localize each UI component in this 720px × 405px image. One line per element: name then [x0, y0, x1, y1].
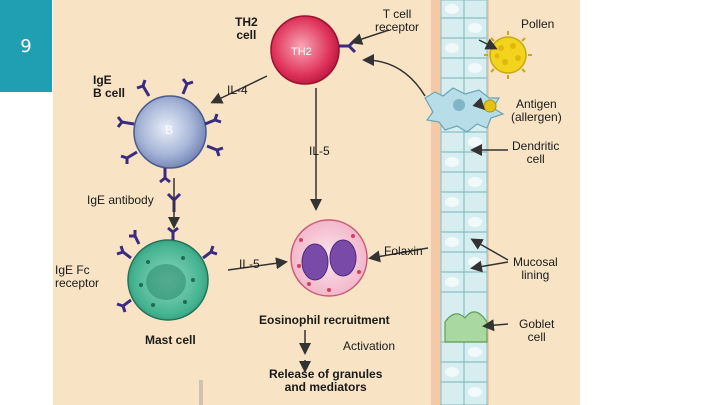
- stem-fragment: [199, 380, 203, 405]
- mast-cell: [116, 226, 218, 321]
- diagram-graphics: [116, 0, 532, 405]
- il5-mid-label: IL-5: [239, 257, 260, 271]
- b-cell: [116, 78, 224, 184]
- t-cell-receptor-label: T cell receptor: [375, 7, 420, 34]
- activation-label: Activation: [343, 339, 396, 353]
- b-inside-label: B: [165, 123, 174, 137]
- pollen-label: Pollen: [521, 17, 555, 31]
- goblet-cell-label: Goblet cell: [519, 317, 555, 344]
- antigen-label: Antigen (allergen): [511, 97, 562, 124]
- release-label: Release of granules and mediators: [269, 367, 383, 394]
- il5-top-label: IL-5: [309, 144, 330, 158]
- eosinophil: [290, 219, 368, 297]
- antigen-particle: [483, 99, 497, 113]
- dendritic-cell-label: Dendritic cell: [512, 139, 560, 166]
- th2-cell-label: TH2 cell: [235, 15, 258, 42]
- ige-b-cell-label: IgE B cell: [93, 73, 126, 100]
- mast-cell-label: Mast cell: [145, 333, 196, 347]
- mucosal-lining: [431, 0, 489, 405]
- pollen-grain: [484, 31, 532, 79]
- slide-number: 9: [0, 0, 52, 92]
- folaxin-label: Folaxin: [384, 244, 423, 258]
- ige-antibody-label: IgE antibody: [87, 193, 154, 207]
- pathway-arrows: [168, 29, 509, 373]
- ige-fc-receptor-label: IgE Fc receptor: [55, 263, 100, 290]
- mucosal-lining-label: Mucosal lining: [513, 255, 558, 282]
- il4-label: IL-4: [227, 83, 248, 97]
- th2-cell: [270, 15, 357, 85]
- th2-inside-label: TH2: [291, 46, 312, 58]
- eosinophil-recruitment-label: Eosinophil recruitment: [259, 313, 390, 327]
- diagram-panel: TH2 cell TH2 T cell receptor Pollen IgE …: [53, 0, 580, 405]
